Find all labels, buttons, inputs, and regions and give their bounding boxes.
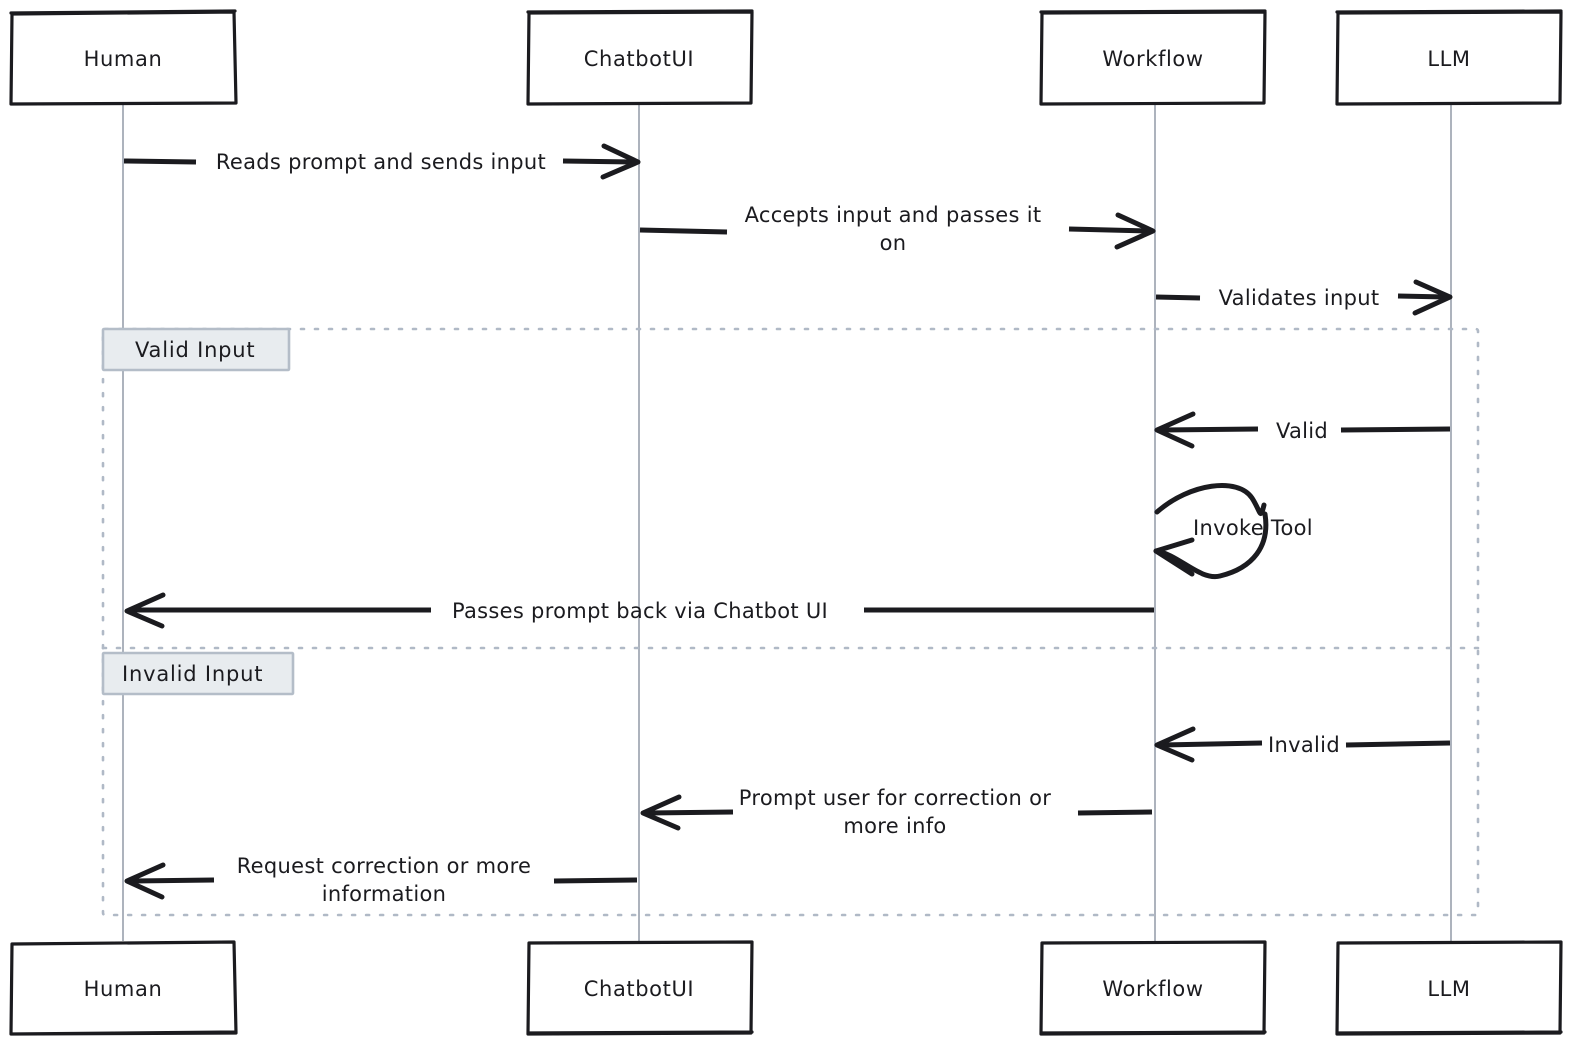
participant-box-chatbotui-bottom-fill [527,941,753,1035]
message-line-m4b [1161,426,1259,433]
participant-label-chatbotui-bottom: ChatbotUI [584,977,694,1001]
message-line-m9 [553,877,638,884]
participant-label-llm-bottom: LLM [1427,977,1470,1001]
message-line-m3b [1397,293,1447,300]
message-line-m8 [1077,809,1153,816]
group-frames [101,327,1480,917]
participant-box-llm-bottom-outline [1335,940,1563,1036]
message-accepts-input-and-passes-it-on: Accepts input and passes it on [639,203,1156,255]
message-request-correction-or-more-information: Request correction or more information [124,854,638,906]
message-passes-prompt-back-via-chatbot-ui: Passes prompt back via Chatbot UI [124,592,1154,629]
message-selfloop-curve-back [1153,511,1269,580]
message-arrowhead-m1 [600,143,641,180]
message-label-m8-line1: Prompt user for correction or [739,786,1051,810]
message-line-m1 [123,158,197,165]
participant-box-human-bottom[interactable]: Human [9,940,238,1036]
group-tab-invalid-input[interactable]: Invalid Input [101,651,295,696]
participant-box-workflow-bottom[interactable]: Workflow [1039,940,1267,1036]
message-line-m8b [647,809,734,816]
participant-box-chatbotui-top-outline [526,9,754,106]
participant-label-chatbotui-top: ChatbotUI [584,47,694,71]
group-tab-valid-input-rect [101,327,291,372]
message-invalid: Invalid [1154,726,1451,763]
participant-box-llm-bottom-fill [1336,941,1562,1035]
message-invoke-tool: Invoke Tool [1153,483,1313,580]
message-label-m8-line2: more info [843,814,946,838]
group-frame-valid-invalid [101,327,1480,917]
participant-box-llm-top-outline [1335,9,1563,106]
message-arrowhead-m6 [124,592,166,629]
message-arrowhead-m4 [1154,411,1196,449]
participant-box-workflow-top[interactable]: Workflow [1039,9,1267,106]
message-line-m7b [1161,740,1263,748]
message-label-m9-line1: Request correction or more [237,854,532,878]
message-label-m3: Validates input [1219,286,1380,310]
message-arrowhead-m8 [640,794,682,831]
participant-label-human-top: Human [84,47,163,71]
message-arrowhead-m2 [1114,212,1156,250]
participant-box-workflow-top-fill [1040,11,1266,105]
participant-box-human-top-outline [9,9,238,106]
message-prompt-user-for-correction-or-more-info: Prompt user for correction or more info [640,786,1153,838]
participant-box-human-bottom-fill [10,941,237,1035]
participant-box-llm-top[interactable]: LLM [1335,9,1563,106]
message-reads-prompt-and-sends-input: Reads prompt and sends input [123,143,641,180]
message-label-m1: Reads prompt and sends input [216,150,546,174]
message-label-m2-line1: Accepts input and passes it [745,203,1042,227]
message-arrowhead-m5 [1153,537,1195,577]
participant-label-workflow-bottom: Workflow [1102,977,1203,1001]
participant-box-human-top-fill [10,11,237,105]
message-label-m5: Invoke Tool [1193,516,1313,540]
message-arrowhead-m3 [1412,279,1453,316]
message-arrowhead-m7 [1154,726,1196,763]
participant-box-chatbotui-bottom[interactable]: ChatbotUI [526,940,754,1036]
participant-box-workflow-top-outline [1039,9,1267,106]
participant-box-workflow-bottom-fill [1040,941,1266,1035]
message-validates-input: Validates input [1155,279,1453,316]
message-line-m3 [1155,294,1201,301]
lifelines [122,105,1452,941]
message-label-m4: Valid [1276,419,1328,443]
message-line-m7 [1345,740,1451,748]
group-tab-invalid-input-label: Invalid Input [122,662,263,686]
message-line-m1b [562,158,635,165]
message-label-m9-line2: information [322,882,447,906]
participant-box-chatbotui-top-fill [527,11,753,105]
participant-box-human-bottom-outline [9,940,238,1036]
message-selfloop-curve-out [1154,483,1267,517]
message-arrowhead-m9 [124,862,166,900]
message-line-m9b [132,877,215,884]
participant-box-human-top[interactable]: Human [9,9,238,106]
participant-label-workflow-top: Workflow [1102,47,1203,71]
participant-box-llm-top-fill [1336,11,1562,105]
participant-box-chatbotui-bottom-outline [526,940,754,1036]
group-tab-invalid-input-rect [101,651,295,696]
participant-label-human-bottom: Human [84,977,163,1001]
participant-box-chatbotui-top[interactable]: ChatbotUI [526,9,754,106]
participant-label-llm-top: LLM [1427,47,1470,71]
group-tab-valid-input[interactable]: Valid Input [101,327,291,372]
participant-box-llm-bottom[interactable]: LLM [1335,940,1563,1036]
participant-box-workflow-bottom-outline [1039,940,1267,1036]
message-label-m2-line2: on [880,231,907,255]
message-valid: Valid [1154,411,1451,449]
message-label-m7: Invalid [1268,733,1340,757]
message-line-m2 [639,227,728,235]
message-line-m4 [1340,426,1451,433]
message-label-m6: Passes prompt back via Chatbot UI [452,599,828,623]
group-tab-valid-input-label: Valid Input [135,338,255,362]
message-line-m2b [1068,226,1151,234]
